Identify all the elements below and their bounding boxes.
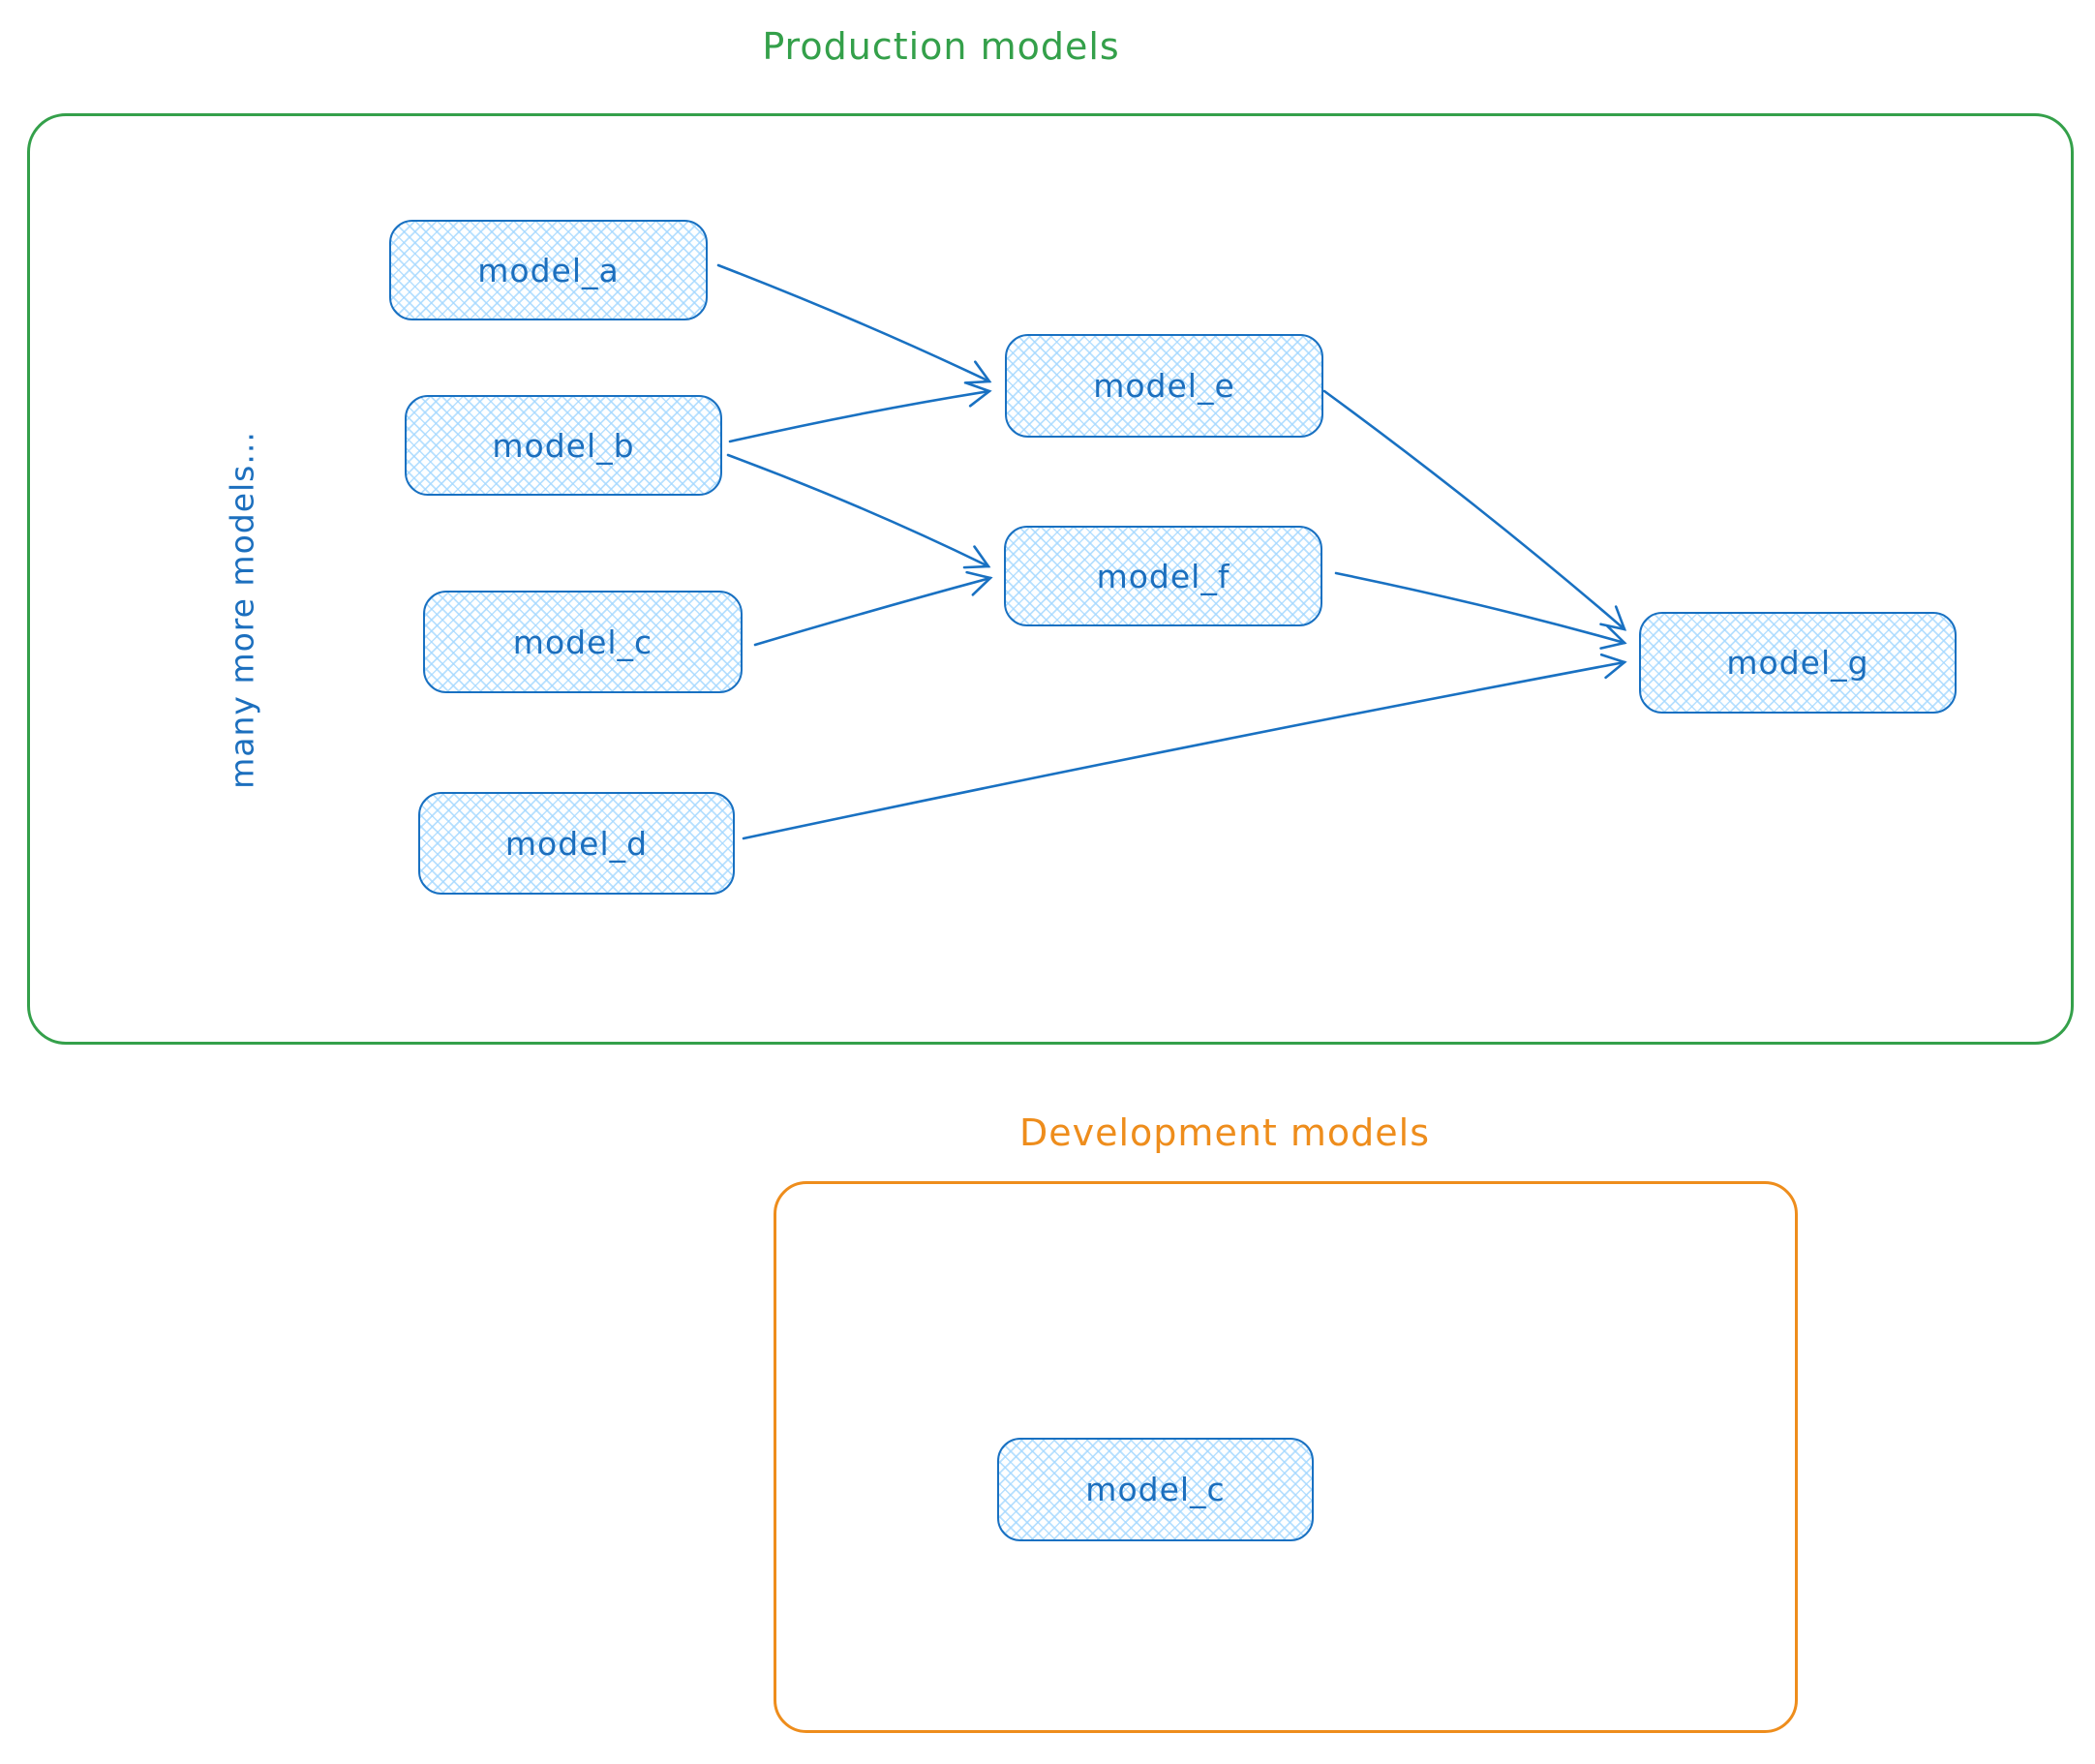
production-group-frame [27,113,2074,1045]
node-model-c-label: model_c [512,623,653,661]
node-model-f: model_f [1004,526,1322,626]
node-model-d: model_d [418,792,735,895]
development-group-frame [774,1181,1798,1733]
node-dev-model-c: model_c [997,1438,1314,1541]
node-model-a: model_a [389,220,708,320]
node-model-a-label: model_a [477,251,620,289]
node-model-g: model_g [1639,612,1957,714]
node-model-g-label: model_g [1726,644,1869,682]
node-model-e: model_e [1005,334,1323,438]
node-model-b-label: model_b [492,426,635,465]
node-model-c: model_c [423,591,743,693]
node-model-f-label: model_f [1096,557,1230,595]
production-group-title: Production models [762,25,1120,68]
node-model-b: model_b [405,395,722,496]
development-group-title: Development models [1018,1111,1431,1154]
node-dev-model-c-label: model_c [1085,1471,1226,1508]
node-model-e-label: model_e [1093,367,1235,405]
node-model-d-label: model_d [504,824,649,863]
many-more-models-note: many more models... [223,431,261,789]
